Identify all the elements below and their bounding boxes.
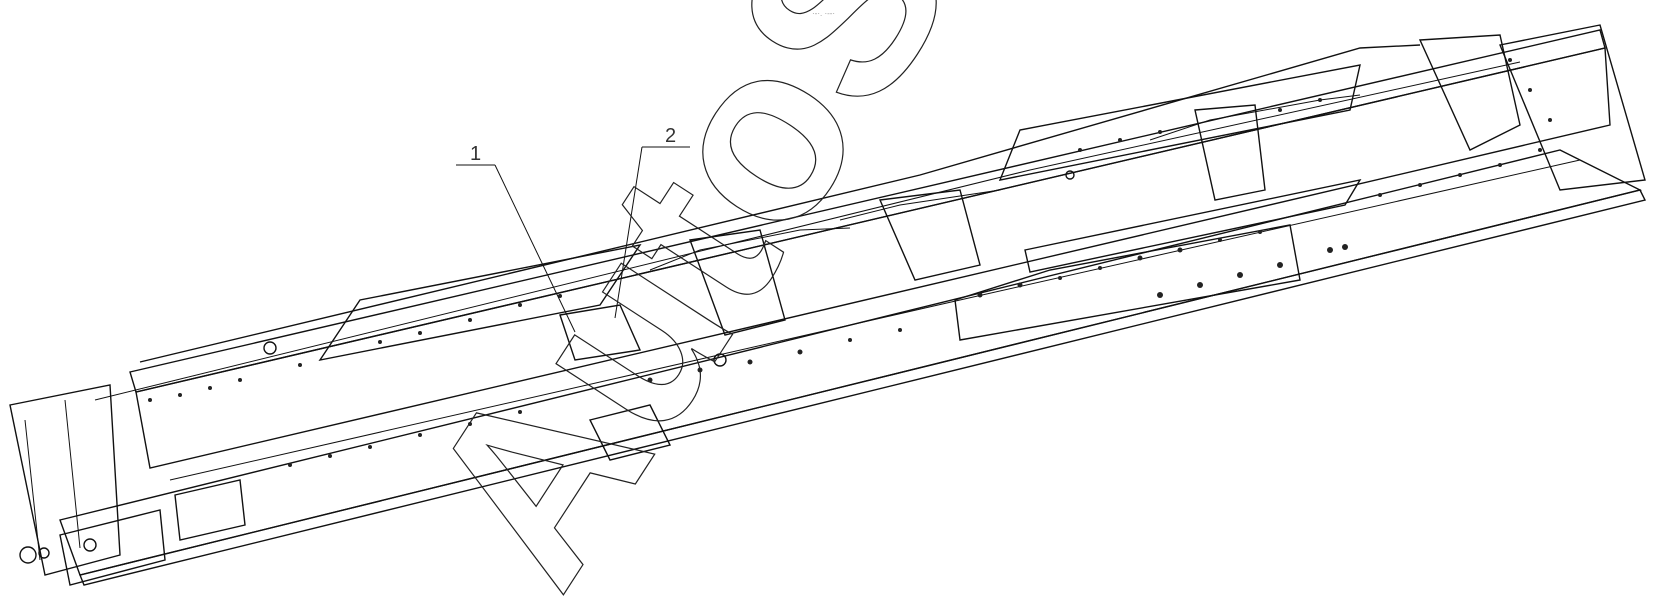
watermark: AutoSoft xyxy=(370,0,1179,611)
frame-rails xyxy=(9,24,1647,586)
tow-hook-icon xyxy=(19,546,37,564)
rivet-holes xyxy=(83,58,1552,552)
callout-1: 1 xyxy=(456,143,576,333)
header-mark: ·-·. ·--· xyxy=(812,9,835,18)
callout-2: 2 xyxy=(614,125,690,319)
cross-members xyxy=(559,94,1361,461)
callout-label-1: 1 xyxy=(470,143,481,165)
callout-label-2: 2 xyxy=(665,125,676,147)
reinforcement-plates xyxy=(59,34,1521,586)
